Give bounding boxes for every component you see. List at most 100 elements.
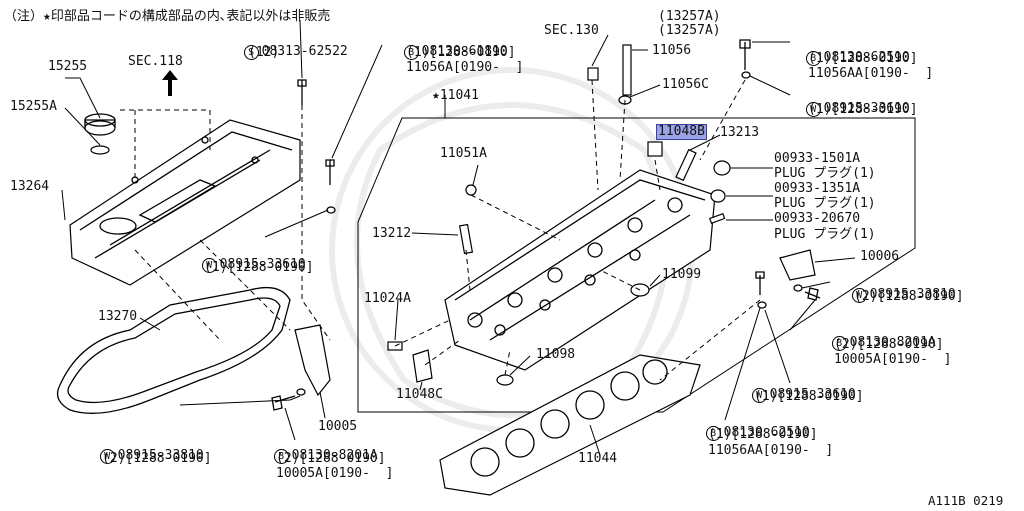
b08130-61810-l2: 11056A[0190- ] (406, 60, 524, 75)
callout-sec118: SEC.118 (128, 54, 183, 69)
callout-11098: 11098 (536, 347, 576, 362)
plug-00933-1351a (710, 189, 726, 203)
s-symbol-icon: S (243, 45, 259, 60)
b08130-62510-top-code: 08130-62510 (823, 50, 910, 65)
b08130-62510-bot-l2: 11056AA[0190- ] (708, 443, 834, 458)
plug-11098 (496, 374, 514, 386)
plug-00933-1501a (713, 160, 731, 176)
callout-13257a-1: (13257A) (658, 9, 721, 24)
s08313-code: 08313-62522 (261, 44, 348, 59)
rocker-gasket-13270 (56, 286, 291, 414)
callout-11051a: 11051A (440, 146, 487, 161)
plug1-code: 00933-1501A (774, 151, 861, 166)
w08915-33810-left-l1: (2)[1288-0190] (102, 451, 212, 466)
callout-13270: 13270 (98, 309, 138, 324)
washer-08915-33610-right (757, 301, 767, 309)
b08130-8201a-left-l2: 10005A[0190- ] (276, 466, 394, 481)
callout-11024a: 11024A (364, 291, 411, 306)
w08915-left-code: 08915-33610 (219, 257, 306, 272)
diagram-id: A111B 0219 (928, 493, 1004, 508)
bracket-10005 (294, 324, 331, 397)
w08915-right-l1: (1)[1288-0190] (754, 389, 864, 404)
w08915-right-code: 08915-33610 (769, 387, 856, 402)
callout-13257a-2: (13257A) (658, 23, 721, 38)
b-symbol-icon: B (705, 426, 721, 441)
stud-11056 (622, 44, 632, 96)
callout-11041: ★11041 (432, 88, 479, 103)
b08130-62510-bot-l1: (1)[1288-0190] (708, 427, 818, 442)
callout-15255a: 15255A (10, 99, 57, 114)
b-symbol-icon: B (273, 449, 289, 464)
bolt-08130-61810 (325, 159, 335, 185)
b08130-61810-code: 08130-61810 (421, 44, 508, 59)
w08915-33810-right-code: 08915-33810 (869, 287, 956, 302)
washer-08915-33810-left (296, 388, 306, 396)
b08130-61810-l1: (1)[1288-0190] (406, 45, 516, 60)
leader-lines (61, 19, 856, 456)
callout-10005: 10005 (318, 419, 358, 434)
rocker-cover-13264 (69, 119, 301, 286)
b-symbol-icon: B (403, 45, 419, 60)
washer-08915-33610-top (741, 71, 751, 79)
cylinder-head-frame (357, 117, 916, 413)
oil-cap-15255 (84, 113, 116, 155)
plug-11048b (647, 141, 663, 157)
plug-11048c (412, 349, 433, 383)
w08915-left-l1: (1)[1288-0190] (204, 260, 314, 275)
bolt-08130-8201a-right (804, 287, 821, 301)
b08130-62510-bot-code: 08130-62510 (723, 425, 810, 440)
dashed-guide-lines (134, 79, 761, 381)
bolt-08130-62510-bot (755, 271, 765, 295)
callout-11056c: 11056C (662, 77, 709, 92)
bolt-08130-8201a-left (271, 395, 296, 411)
callout-13213: 13213 (720, 125, 760, 140)
w08915-33810-left-code: 08915-33810 (117, 448, 204, 463)
cylinder-head-11041 (444, 169, 716, 371)
callout-11056: 11056 (652, 43, 692, 58)
s08313-qty: (12) (248, 45, 280, 60)
callout-15255: 15255 (48, 59, 88, 74)
washer-08915-33810-right (793, 284, 803, 292)
b08130-8201a-left-code: 08130-8201A (291, 448, 378, 463)
w-symbol-icon: W (99, 449, 115, 464)
b08130-62510-top-l2: 11056AA[0190- ] (808, 66, 934, 81)
plug3-code: 00933-20670 (774, 211, 861, 226)
plug-00933-20670 (708, 212, 726, 224)
dowel-11051a (465, 184, 477, 196)
callout-13212: 13212 (372, 226, 412, 241)
callout-11048c: 11048C (396, 387, 443, 402)
b08130-8201a-right-l1: (2)[1288-0190] (834, 337, 944, 352)
plug2-name: PLUG プラグ(1) (774, 196, 876, 211)
b-symbol-icon: B (805, 51, 821, 66)
w-symbol-icon: W (751, 388, 767, 403)
bracket-10006 (779, 249, 816, 281)
callout-10006: 10006 (860, 249, 900, 264)
plug3-name: PLUG プラグ(1) (774, 227, 876, 242)
w-symbol-icon: W (851, 288, 867, 303)
callout-11048b[interactable]: 11048B (656, 124, 707, 140)
w-symbol-icon: W (201, 258, 217, 273)
w-symbol-icon: W (805, 102, 821, 117)
callout-11044: 11044 (578, 451, 618, 466)
b08130-8201a-right-code: 08130-8201A (849, 335, 936, 350)
dowel-13213 (675, 148, 697, 182)
w08915-top-l1: (1)[1288-0190] (808, 102, 918, 117)
b08130-8201a-left-l1: (2)[1288-0190] (276, 451, 386, 466)
bolt-08313-62522 (297, 79, 307, 105)
w08915-top-code: 08915-33610 (823, 101, 910, 116)
plug2-code: 00933-1351A (774, 181, 861, 196)
callout-sec130: SEC.130 (544, 23, 599, 38)
